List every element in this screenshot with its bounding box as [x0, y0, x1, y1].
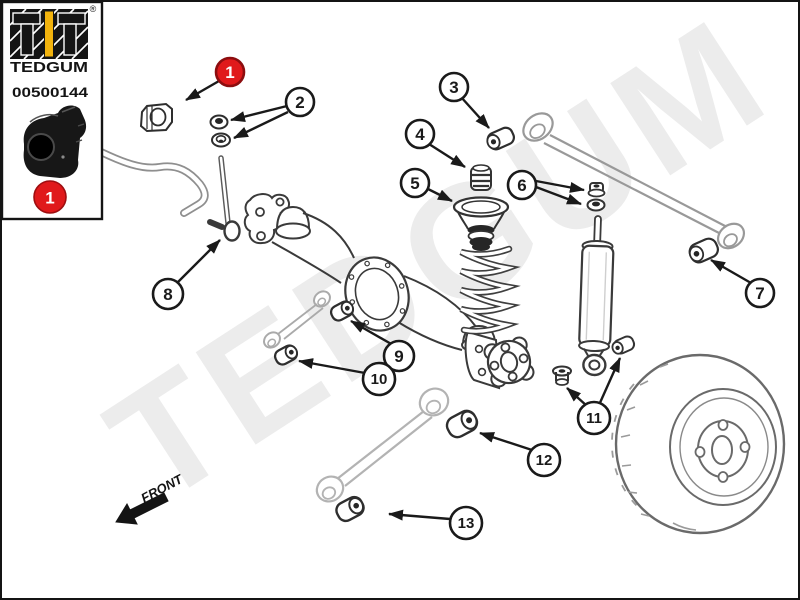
callout-1: 1 [185, 56, 246, 102]
bump-stop [470, 164, 492, 191]
callout-8-circle [151, 277, 185, 311]
track-bar-bushing-7 [688, 237, 719, 264]
callout-5-circle [399, 167, 431, 199]
tedgum-logo-icon [9, 8, 89, 60]
wheel [611, 353, 786, 535]
callout-8-label: 8 [163, 285, 172, 304]
callout-3-arrow [460, 96, 490, 129]
callout-11-arrow [566, 387, 588, 407]
part-badge: 1 [33, 180, 67, 214]
callout-4-arrow [428, 142, 466, 169]
track-bar-bushing-3 [486, 126, 515, 151]
callout-3: 3 [438, 71, 490, 129]
callout-12: 12 [479, 431, 562, 478]
callout-10-label: 10 [371, 371, 388, 388]
trailing-arm [315, 387, 450, 503]
registered-mark: ® [90, 4, 97, 14]
callout-4-circle [404, 118, 436, 150]
link-bushing-lower [211, 132, 231, 148]
callout-9-arrow [350, 319, 394, 347]
axle-bump-dome [275, 205, 311, 240]
upper-control-rod [263, 290, 331, 349]
shock-mount-nut [587, 182, 606, 198]
callout-6-label: 6 [517, 176, 526, 195]
callout-9: 9 [350, 319, 416, 373]
callout-9-label: 9 [394, 347, 403, 366]
callout-6-arrow [535, 185, 582, 206]
callout-13-label: 13 [458, 515, 475, 532]
trailing-arm-bushing-12 [445, 409, 479, 439]
spring-seat-boot [452, 196, 510, 251]
shock-eye-bushing-right [611, 335, 636, 355]
link-bushing-upper [209, 114, 229, 130]
callout-6-circle [506, 169, 538, 201]
part-number: 00500144 [12, 84, 88, 100]
shock-mount-washer [586, 198, 606, 212]
brand-name: TEDGUM [10, 59, 88, 76]
callout-2-circle [284, 86, 316, 118]
callout-4: 4 [404, 118, 466, 169]
callout-7-arrow [710, 258, 752, 285]
control-rod-bushing-9 [329, 300, 355, 322]
callout-5-arrow [427, 187, 453, 203]
callout-2-label: 2 [295, 93, 304, 112]
callout-3-circle [438, 71, 470, 103]
callout-6: 6 [506, 169, 585, 206]
callout-3-label: 3 [449, 78, 458, 97]
callout-8-arrow [176, 239, 221, 284]
trailing-arm-bushing-13 [335, 495, 365, 523]
callout-6-arrow [535, 179, 585, 193]
callout-13: 13 [388, 505, 484, 541]
stabilizer-bar-bushing [139, 102, 173, 133]
callout-13-circle [448, 505, 484, 541]
part-badge-number: 1 [45, 189, 54, 208]
differential-cover [344, 256, 410, 332]
callout-5: 5 [399, 167, 453, 203]
callout-11-arrow [597, 357, 622, 406]
callout-8: 8 [151, 239, 221, 311]
callout-9-circle [382, 339, 416, 373]
shock-absorber [578, 215, 615, 377]
callout-2-arrow [233, 110, 289, 140]
axle-bracket [243, 193, 291, 245]
callout-11-circle [576, 400, 612, 436]
callout-2-arrow [230, 104, 288, 122]
callout-11: 11 [566, 357, 622, 436]
callout-1-label: 1 [225, 63, 234, 82]
callout-7: 7 [710, 258, 776, 309]
coil-spring [459, 245, 521, 335]
callout-10: 10 [298, 358, 397, 397]
callout-1-arrow [185, 79, 220, 102]
callout-7-label: 7 [755, 284, 764, 303]
callout-4-label: 4 [415, 125, 425, 144]
callout-12-arrow [479, 431, 533, 452]
callout-7-circle [744, 277, 776, 309]
callout-5-label: 5 [410, 174, 419, 193]
callout-13-arrow [388, 509, 451, 521]
callout-12-circle [526, 442, 562, 478]
stabilizer-link [207, 155, 241, 242]
callout-12-label: 12 [536, 452, 553, 469]
axle-hub-flange [483, 336, 535, 388]
control-rod-bushing-10 [273, 344, 299, 366]
callout-11-label: 11 [586, 410, 602, 427]
product-photo-stabilizer-bushing [23, 105, 87, 178]
callout-2: 2 [230, 86, 316, 140]
brand-panel: ® TEDGUM 00500144 1 [0, 0, 104, 221]
stabilizer-bar [97, 148, 209, 217]
shock-eye-bushing-left [552, 365, 572, 386]
track-bar [522, 112, 746, 250]
callout-10-circle [361, 361, 397, 397]
callout-1-circle [214, 56, 246, 88]
callout-10-arrow [298, 358, 366, 375]
